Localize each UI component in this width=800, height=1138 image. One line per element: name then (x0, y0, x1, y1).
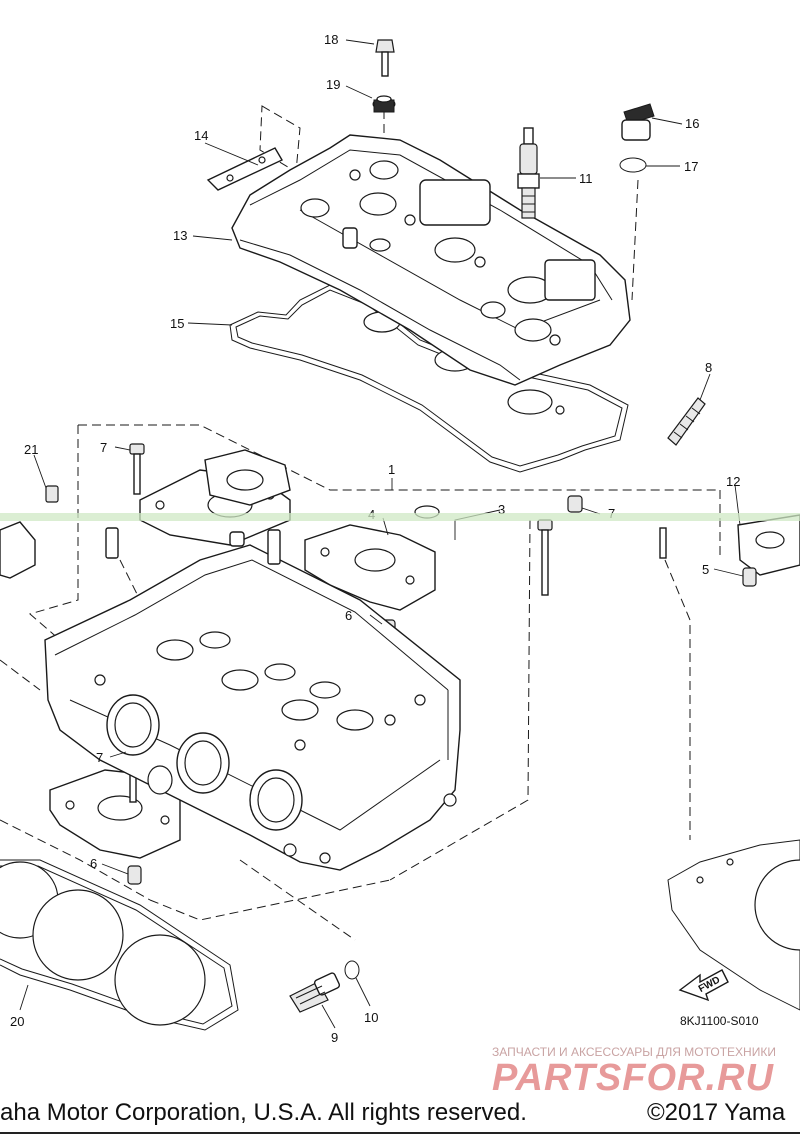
alignment-lines (0, 105, 721, 941)
edge-cap-left (0, 521, 36, 579)
callout-6: 6 (90, 856, 97, 871)
oil-filler-cap (621, 103, 655, 141)
o-ring (619, 157, 647, 173)
callout-9: 9 (331, 1030, 338, 1045)
callout-8: 8 (705, 360, 712, 375)
callout-11: 11 (579, 171, 593, 186)
watermark-brand: PARTSFOR.RU (492, 1057, 774, 1099)
copyright-left: aha Motor Corporation, U.S.A. All rights… (0, 1099, 527, 1126)
callout-14: 14 (194, 128, 208, 143)
callout-5: 5 (702, 562, 709, 577)
callout-13: 13 (173, 228, 187, 243)
callout-1: 1 (388, 462, 395, 477)
head-gasket-left (0, 859, 239, 1031)
callout-17: 17 (684, 159, 698, 174)
callouts: 1 3 4 5 6 6 7 7 7 8 9 10 11 12 13 14 15 … (10, 32, 740, 1045)
leader-lines (19, 39, 744, 1029)
callout-16: 16 (685, 116, 699, 131)
bolt-7-left (129, 443, 145, 495)
grommet (372, 95, 396, 113)
temperature-sensor (289, 972, 341, 1013)
bolt-21 (45, 485, 59, 503)
spark-plug (517, 127, 540, 219)
callout-7: 7 (100, 440, 107, 455)
head-gasket-right (667, 839, 800, 1011)
cover-bolt (375, 39, 395, 77)
callout-7: 7 (96, 750, 103, 765)
callout-18: 18 (324, 32, 338, 47)
callout-3: 3 (498, 502, 505, 517)
cylinder-head-cover (231, 134, 631, 386)
callout-19: 19 (326, 77, 340, 92)
diagram-code: 8KJ1100-S010 (680, 1014, 759, 1028)
dowel-pin-5 (742, 567, 757, 587)
sensor-o-ring (344, 960, 360, 980)
bolt-7-center (537, 519, 553, 596)
callout-6: 6 (345, 608, 352, 623)
callout-12: 12 (726, 474, 740, 489)
dowel-center (567, 495, 583, 513)
copyright-right: ©2017 Yama (647, 1099, 786, 1126)
callout-10: 10 (364, 1010, 378, 1025)
cylinder-head (44, 527, 461, 871)
watermark-subtitle: ЗАПЧАСТИ И АКСЕССУАРЫ ДЛЯ МОТОТЕХНИКИ (492, 1045, 776, 1059)
stud-bolt (667, 397, 706, 446)
scan-artifact-band (0, 513, 800, 521)
callout-21: 21 (24, 442, 38, 457)
callout-20: 20 (10, 1014, 24, 1029)
bottom-rule (0, 1132, 800, 1134)
callout-15: 15 (170, 316, 184, 331)
bracket (206, 147, 283, 191)
camshaft-cap-upper (204, 449, 291, 506)
forward-arrow-icon: FWD (678, 969, 729, 1002)
camshaft-cap-right (737, 514, 800, 576)
dowel-pin-6-lower (127, 865, 142, 885)
camshaft-cap-center (304, 524, 436, 611)
stud-right (659, 527, 667, 559)
